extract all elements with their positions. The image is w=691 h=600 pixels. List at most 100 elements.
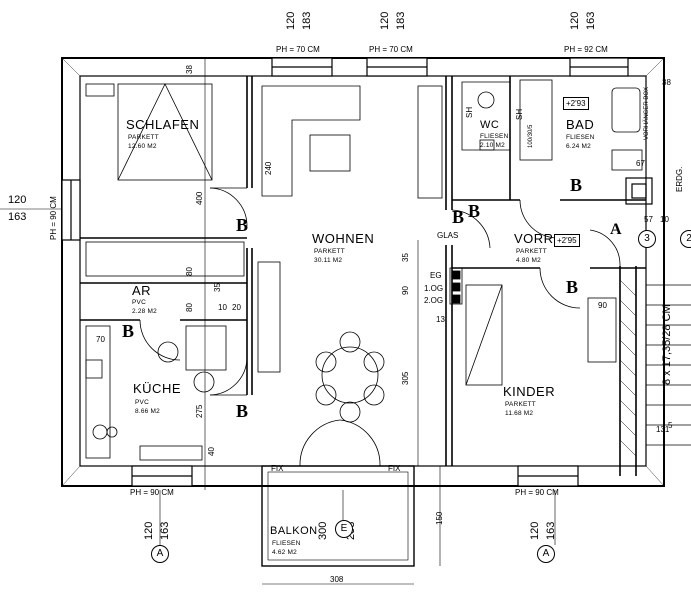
room-kinder-floor: PARKETT bbox=[505, 401, 536, 408]
bed bbox=[85, 83, 213, 181]
axis-marker-e: E bbox=[335, 520, 353, 538]
meter-box bbox=[449, 267, 463, 305]
section-marker-a: A bbox=[610, 221, 622, 238]
room-bad-name: BAD bbox=[566, 117, 595, 132]
window-dim-left-width: 120 bbox=[8, 194, 27, 206]
room-wohnen-floor: PARKETT bbox=[314, 248, 345, 255]
chimney bbox=[625, 177, 653, 205]
bottom-windows bbox=[131, 465, 579, 487]
room-kueche-name: KÜCHE bbox=[133, 381, 182, 396]
room-bad-floor: FLIESEN bbox=[566, 134, 595, 141]
bathroom-fixtures bbox=[461, 79, 643, 171]
label-1og: 1.OG bbox=[424, 284, 444, 293]
dim-40: 40 bbox=[207, 447, 216, 456]
dimension-lines bbox=[0, 58, 556, 585]
room-schlafen-name: SCHLAFEN bbox=[126, 117, 200, 132]
room-balkon-area: 4.62 M2 bbox=[272, 549, 297, 556]
door-marker-bad: B bbox=[570, 175, 583, 195]
parapet-bottom1: PH = 90 CM bbox=[130, 488, 174, 497]
dim-305: 305 bbox=[401, 371, 410, 385]
window-dim-b1-width: 120 bbox=[143, 521, 155, 540]
window-dim-balkon-width: 300 bbox=[317, 521, 329, 540]
room-wohnen-area: 30.11 M2 bbox=[314, 257, 343, 264]
section-marker-2: 2 bbox=[680, 230, 691, 248]
label-sh1: SH bbox=[465, 106, 474, 118]
window-dim-b2-width: 120 bbox=[529, 521, 541, 540]
dim-400: 400 bbox=[195, 191, 204, 205]
interior-walls bbox=[80, 76, 646, 476]
door-marker-wc: B bbox=[468, 201, 481, 221]
room-kueche-floor: PVC bbox=[135, 399, 149, 406]
room-bad-area: 6.24 M2 bbox=[566, 143, 591, 150]
room-schlafen-floor: PARKETT bbox=[128, 134, 159, 141]
room-wc-area: 2.10 M2 bbox=[480, 142, 505, 149]
label-sh2: SH bbox=[515, 108, 524, 120]
dim-5: 5 bbox=[668, 421, 673, 430]
room-wc-name: WC bbox=[480, 119, 500, 131]
dim-38r: 38 bbox=[662, 78, 671, 87]
balcony bbox=[261, 465, 415, 567]
label-eg: EG bbox=[430, 271, 442, 280]
dim-150: 150 bbox=[435, 511, 444, 525]
door-marker-schlafen: B bbox=[236, 215, 249, 235]
label-fix1: FIX bbox=[271, 464, 284, 473]
room-vorr-name: VORR. bbox=[514, 231, 558, 246]
kitchen bbox=[85, 325, 227, 461]
wardrobe bbox=[85, 241, 245, 277]
room-wohnen-name: WOHNEN bbox=[312, 231, 375, 246]
label-glas: GLAS bbox=[437, 231, 459, 240]
dining-table bbox=[315, 331, 385, 423]
room-kinder-name: KINDER bbox=[503, 384, 556, 399]
room-balkon-floor: FLIESEN bbox=[272, 540, 301, 547]
window-dim-left-height: 163 bbox=[8, 211, 27, 223]
stair-wall-hatch bbox=[619, 279, 637, 457]
room-ar-name: AR bbox=[132, 283, 152, 298]
top-windows bbox=[271, 57, 629, 77]
dim-80b: 80 bbox=[185, 303, 194, 312]
room-ar-floor: PVC bbox=[132, 299, 146, 306]
balcony-doors bbox=[272, 419, 406, 467]
parapet-top1: PH = 70 CM bbox=[276, 45, 320, 54]
dim-35b: 35 bbox=[213, 283, 222, 292]
parapet-top3: PH = 92 CM bbox=[564, 45, 608, 54]
dim-90b: 90 bbox=[598, 301, 607, 310]
dim-80a: 80 bbox=[185, 267, 194, 276]
window-dim-w3-height: 163 bbox=[585, 11, 597, 30]
parapet-bottom2: PH = 90 CM bbox=[515, 488, 559, 497]
dim-10: 10 bbox=[218, 303, 227, 312]
dim-131: 131 bbox=[656, 425, 670, 434]
dim-57: 57 bbox=[644, 215, 653, 224]
parapet-top2: PH = 70 CM bbox=[369, 45, 413, 54]
room-wc-floor: FLIESEN bbox=[480, 133, 509, 140]
dim-308: 308 bbox=[330, 575, 344, 584]
dim-67: 67 bbox=[636, 159, 645, 168]
dim-275: 275 bbox=[195, 404, 204, 418]
dim-10r: 10 bbox=[660, 215, 669, 224]
dim-70: 70 bbox=[96, 335, 105, 344]
window-dim-b1-height: 163 bbox=[159, 521, 171, 540]
tv-unit bbox=[257, 261, 281, 373]
room-schlafen-area: 12.60 M2 bbox=[128, 143, 157, 150]
room-kinder-area: 11.68 M2 bbox=[505, 410, 534, 417]
level-bad: +2'93 bbox=[563, 97, 589, 110]
room-kueche-area: 8.66 M2 bbox=[135, 408, 160, 415]
dim-35: 35 bbox=[401, 253, 410, 262]
door-swings bbox=[139, 187, 621, 396]
stairs bbox=[646, 284, 691, 446]
section-marker-3: 3 bbox=[638, 230, 656, 248]
room-balkon-name: BALKON bbox=[270, 525, 318, 537]
wall-hatch bbox=[61, 57, 665, 487]
window-dim-w3-width: 120 bbox=[569, 11, 581, 30]
parapet-left: PH = 90 CM bbox=[49, 196, 58, 240]
label-vorhaenger: VORHÄNGER BOX bbox=[644, 86, 650, 140]
dim-13: 13 bbox=[436, 315, 445, 324]
label-stairs: 8 x 17,35/28 CM bbox=[661, 304, 673, 385]
window-dim-w1-height: 183 bbox=[301, 11, 313, 30]
label-shower-dim: 100/30/5 bbox=[528, 124, 534, 148]
door-marker-kueche: B bbox=[122, 321, 135, 341]
left-window bbox=[61, 179, 81, 241]
room-vorr-area: 4.80 M2 bbox=[516, 257, 541, 264]
room-ar-area: 2.28 M2 bbox=[132, 308, 157, 315]
kinder-furniture bbox=[465, 284, 617, 386]
